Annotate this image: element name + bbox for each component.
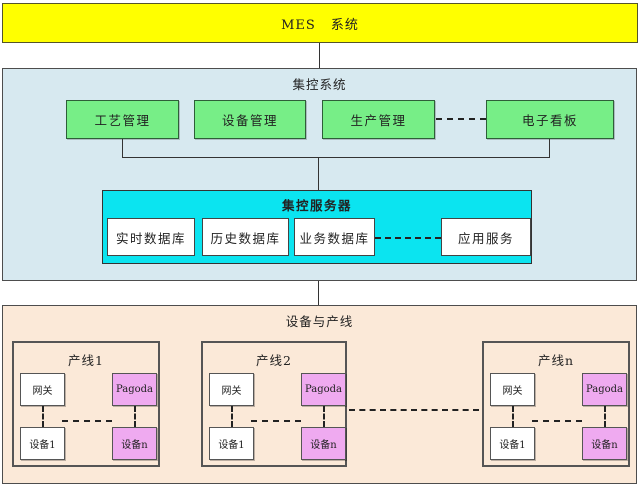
- dashed-gateway-to-device: [42, 406, 44, 427]
- pagoda-node: Pagoda: [301, 373, 346, 406]
- gateway-node: 网关: [209, 373, 254, 406]
- module-equipment-management: 设备管理: [194, 100, 306, 139]
- production-line-2-title: 产线2: [256, 353, 292, 368]
- connector-module-left-down: [122, 139, 123, 157]
- dashed-device-row-link: [251, 420, 301, 422]
- module-electronic-kanban: 电子看板: [486, 100, 614, 139]
- connector-control-to-devices: [318, 281, 319, 305]
- mes-system-title: MES 系统: [281, 17, 359, 33]
- connector-banner-to-control: [319, 43, 320, 68]
- production-line-n-box: 产线n 网关 Pagoda 设备1 设备n: [482, 341, 630, 467]
- dashed-pagoda-to-device: [604, 406, 606, 427]
- control-server-title: 集控服务器: [281, 198, 352, 213]
- component-application-service: 应用服务: [441, 218, 531, 256]
- dashed-device-row-link: [62, 420, 112, 422]
- dashed-link-line2-to-linen: [349, 409, 479, 411]
- pagoda-node: Pagoda: [582, 373, 627, 406]
- module-process-management: 工艺管理: [66, 100, 179, 139]
- device-n-node: 设备n: [112, 427, 157, 460]
- production-line-1-box: 产线1 网关 Pagoda 设备1 设备n: [12, 341, 160, 467]
- gateway-node: 网关: [20, 373, 65, 406]
- connector-modules-horizontal: [122, 157, 550, 158]
- device-1-node: 设备1: [490, 427, 535, 460]
- device-1-node: 设备1: [20, 427, 65, 460]
- control-system-title: 集控系统: [292, 77, 347, 92]
- pagoda-node: Pagoda: [112, 373, 157, 406]
- production-line-2-box: 产线2 网关 Pagoda 设备1 设备n: [201, 341, 347, 467]
- device-1-node: 设备1: [209, 427, 254, 460]
- component-realtime-database: 实时数据库: [107, 218, 195, 256]
- dashed-gateway-to-device: [512, 406, 514, 427]
- connector-to-server: [318, 157, 319, 190]
- component-history-database: 历史数据库: [202, 218, 289, 256]
- device-n-node: 设备n: [301, 427, 346, 460]
- connector-module-right-down: [549, 139, 550, 157]
- dashed-link-production-to-kanban: [436, 118, 486, 120]
- component-business-database: 业务数据库: [294, 218, 375, 256]
- device-n-node: 设备n: [582, 427, 627, 460]
- gateway-node: 网关: [490, 373, 535, 406]
- production-line-1-title: 产线1: [68, 353, 104, 368]
- module-production-management: 生产管理: [322, 100, 435, 139]
- dashed-device-row-link: [532, 420, 582, 422]
- production-line-n-title: 产线n: [537, 353, 575, 368]
- dashed-link-business-db-to-app-service: [375, 237, 441, 239]
- dashed-pagoda-to-device: [323, 406, 325, 427]
- devices-lines-title: 设备与产线: [285, 314, 354, 329]
- dashed-pagoda-to-device: [134, 406, 136, 427]
- dashed-gateway-to-device: [231, 406, 233, 427]
- mes-system-banner: MES 系统: [2, 3, 638, 43]
